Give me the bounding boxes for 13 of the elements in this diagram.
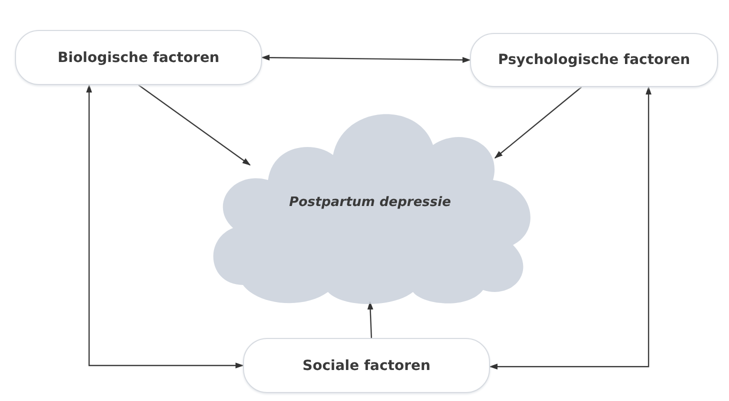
rounded-box [243,338,490,393]
rounded-box [470,33,718,87]
arrow [367,301,374,338]
node-label: Biologische factoren [58,50,220,66]
arrow [86,84,244,368]
arrow [494,86,582,159]
node-label: Postpartum depressie [289,195,451,210]
arrow [261,54,471,63]
node-label: Psychologische factoren [498,52,690,68]
arrow [489,86,652,370]
arrow [138,84,251,166]
rounded-box [15,30,262,85]
node-label: Sociale factoren [302,358,430,374]
